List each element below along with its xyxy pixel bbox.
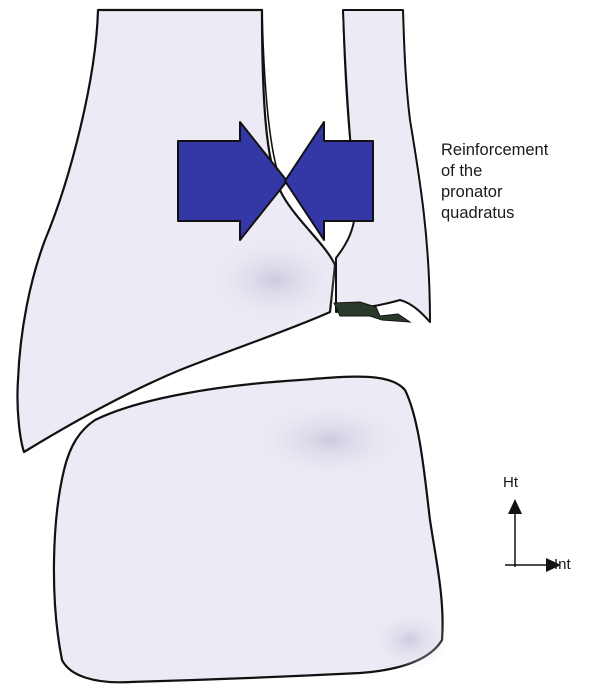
talus-shading-lower xyxy=(370,610,450,670)
annotation-line: quadratus xyxy=(441,203,591,224)
annotation-line: pronator xyxy=(441,182,591,203)
annotation-text: Reinforcement of the pronator quadratus xyxy=(441,140,591,224)
annotation-line: of the xyxy=(441,161,591,182)
tibia-shading xyxy=(205,235,345,325)
axis-up-label: Ht xyxy=(503,474,518,491)
axis-up-arrowhead xyxy=(508,499,522,514)
talus-shading xyxy=(250,400,410,480)
axis-right-label: Int xyxy=(554,556,571,573)
annotation-line: Reinforcement xyxy=(441,140,591,161)
